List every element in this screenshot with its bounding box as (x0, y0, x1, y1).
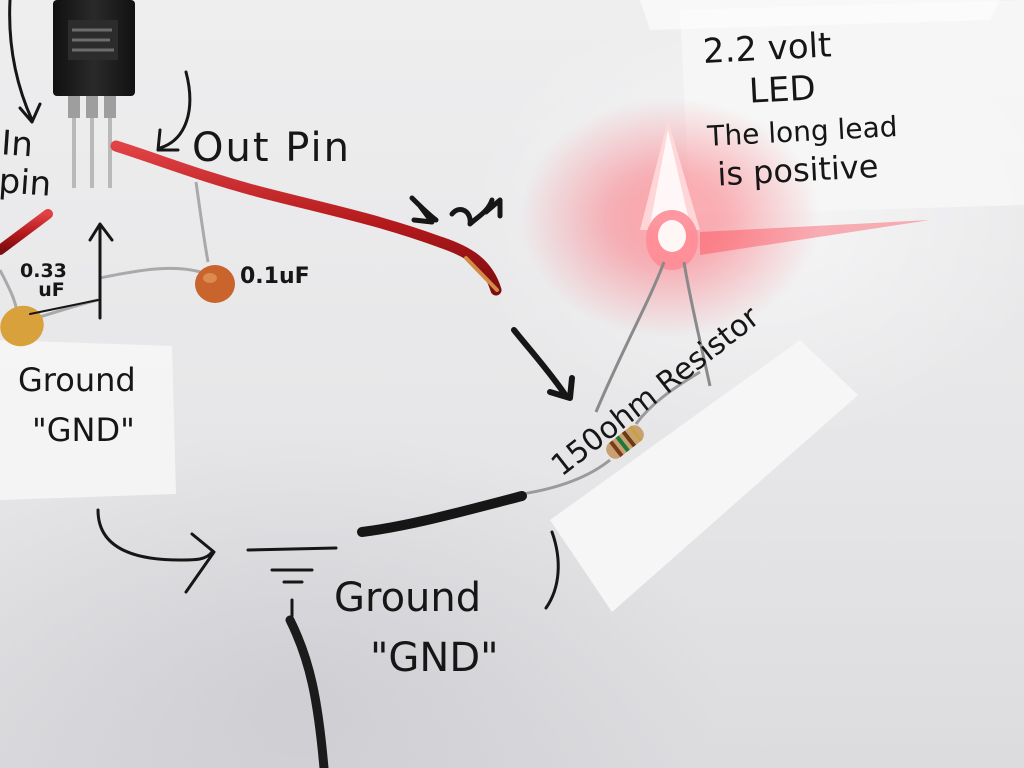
ground-top-tape (0, 340, 176, 500)
resistor-150ohm (606, 425, 644, 459)
down-arrow (511, 327, 575, 401)
ground-symbol-line1 (246, 546, 338, 552)
cap01-lead-1 (194, 181, 210, 263)
led-lead-short (682, 261, 712, 387)
marker-ink (8, 0, 575, 618)
out-pin-label: Out Pin (192, 125, 351, 171)
led-label: 2.2 volt LED The long lead is positive (701, 25, 900, 194)
black-ground-wire (285, 615, 329, 768)
ground-top-label-line1: Ground (18, 361, 136, 399)
cap-033-label-line2: uF (38, 279, 65, 301)
ground-bottom-label-line2: "GND" (370, 635, 499, 681)
led-lead-long (594, 261, 666, 413)
led-label-line4: is positive (716, 147, 880, 194)
out-pin-arrow (156, 70, 192, 152)
led-label-line2: LED (748, 68, 817, 112)
resistor-lead-bottom (521, 458, 611, 496)
ground-top-label-line2: "GND" (32, 411, 135, 449)
ground-arrow (96, 508, 216, 594)
voltage-regulator (53, 0, 135, 188)
gnd-pin-arrow (88, 222, 114, 320)
red-input-wire (0, 209, 53, 255)
resistor-lead-top (634, 370, 701, 425)
ground-bottom-label: Ground "GND" (334, 578, 499, 678)
junction-line (29, 299, 99, 315)
cap-01-label: 0.1uF (240, 264, 310, 289)
in-pin-arrow (8, 0, 42, 124)
wavy-arrow (409, 195, 503, 227)
ground-bottom-label-line1: Ground (334, 575, 482, 621)
cap-033-label-line1: 0.33 (20, 260, 67, 282)
ground-top-label: Ground "GND" (18, 364, 136, 446)
red-output-wire (110, 140, 502, 296)
led-label-line1: 2.2 volt (701, 25, 833, 73)
in-pin-label-line2: pin (0, 161, 53, 205)
bottom-ground-arrow (544, 530, 560, 610)
capacitor-033uf (0, 305, 44, 347)
in-pin-label-line1: In (0, 123, 35, 166)
led-glow (520, 98, 930, 338)
resistor-label-tape (550, 340, 858, 612)
in-pin-label: In pin (0, 123, 55, 205)
capacitor-01uf (195, 265, 235, 303)
led-label-line3: The long lead (706, 110, 899, 153)
cap01-lead-2 (99, 266, 213, 280)
tape-shine (640, 0, 1000, 30)
ground-wire-ink (357, 491, 527, 537)
cap-033-label: 0.33 uF (20, 262, 67, 300)
